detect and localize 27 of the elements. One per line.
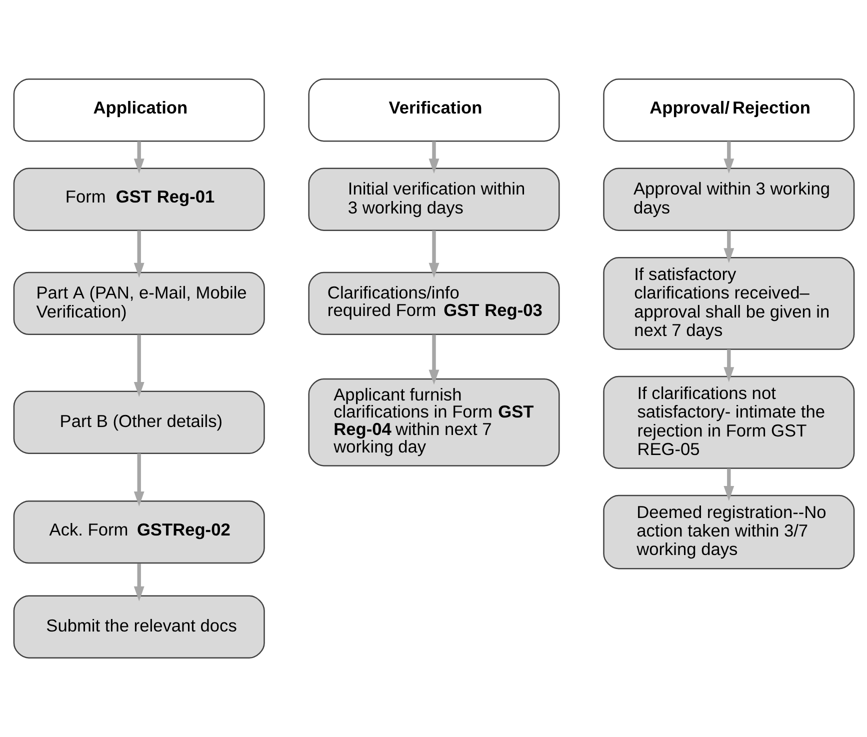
arrow [133, 454, 144, 506]
node-box: Applicant furnish clarifications in Form GST Reg-04 within next 7 working day [308, 378, 560, 466]
arrow [723, 349, 734, 382]
node-box: Form GST Reg-01 [12, 168, 264, 231]
node-box: If clarifications not satisfactory- intimate the rejection in Form GST REG-05 [602, 376, 854, 469]
node-box: Initial verification within 3 working days [308, 168, 560, 231]
node-box: Verification [308, 78, 560, 142]
node-box: Approval within 3 working days [602, 168, 854, 231]
arrow [133, 564, 144, 602]
node-box: Application [12, 78, 264, 142]
node-box: Clarifications/info required Form GST Reg-03 [308, 272, 560, 336]
node-box: Part A (PAN, e-Mail, Mobile Verification) [12, 272, 264, 336]
arrow [428, 334, 439, 385]
node-box: Deemed registration--No action taken within 3/7 working days [602, 494, 854, 570]
node-box: Approval/ Rejection [602, 78, 854, 142]
arrow [428, 230, 439, 278]
arrow [723, 468, 734, 501]
node-box: Submit the relevant docs [12, 595, 264, 658]
arrow [428, 141, 439, 174]
node-box: Part B (Other details) [12, 390, 264, 454]
arrow [133, 141, 144, 174]
node-box: Ack. Form GSTReg-02 [12, 500, 264, 564]
node-box: If satisfactory clarifications received– approval shall be given in next 7 days [602, 256, 854, 350]
arrow [133, 334, 144, 397]
arrow [723, 230, 734, 264]
arrow [723, 141, 734, 174]
arrow [133, 230, 144, 278]
